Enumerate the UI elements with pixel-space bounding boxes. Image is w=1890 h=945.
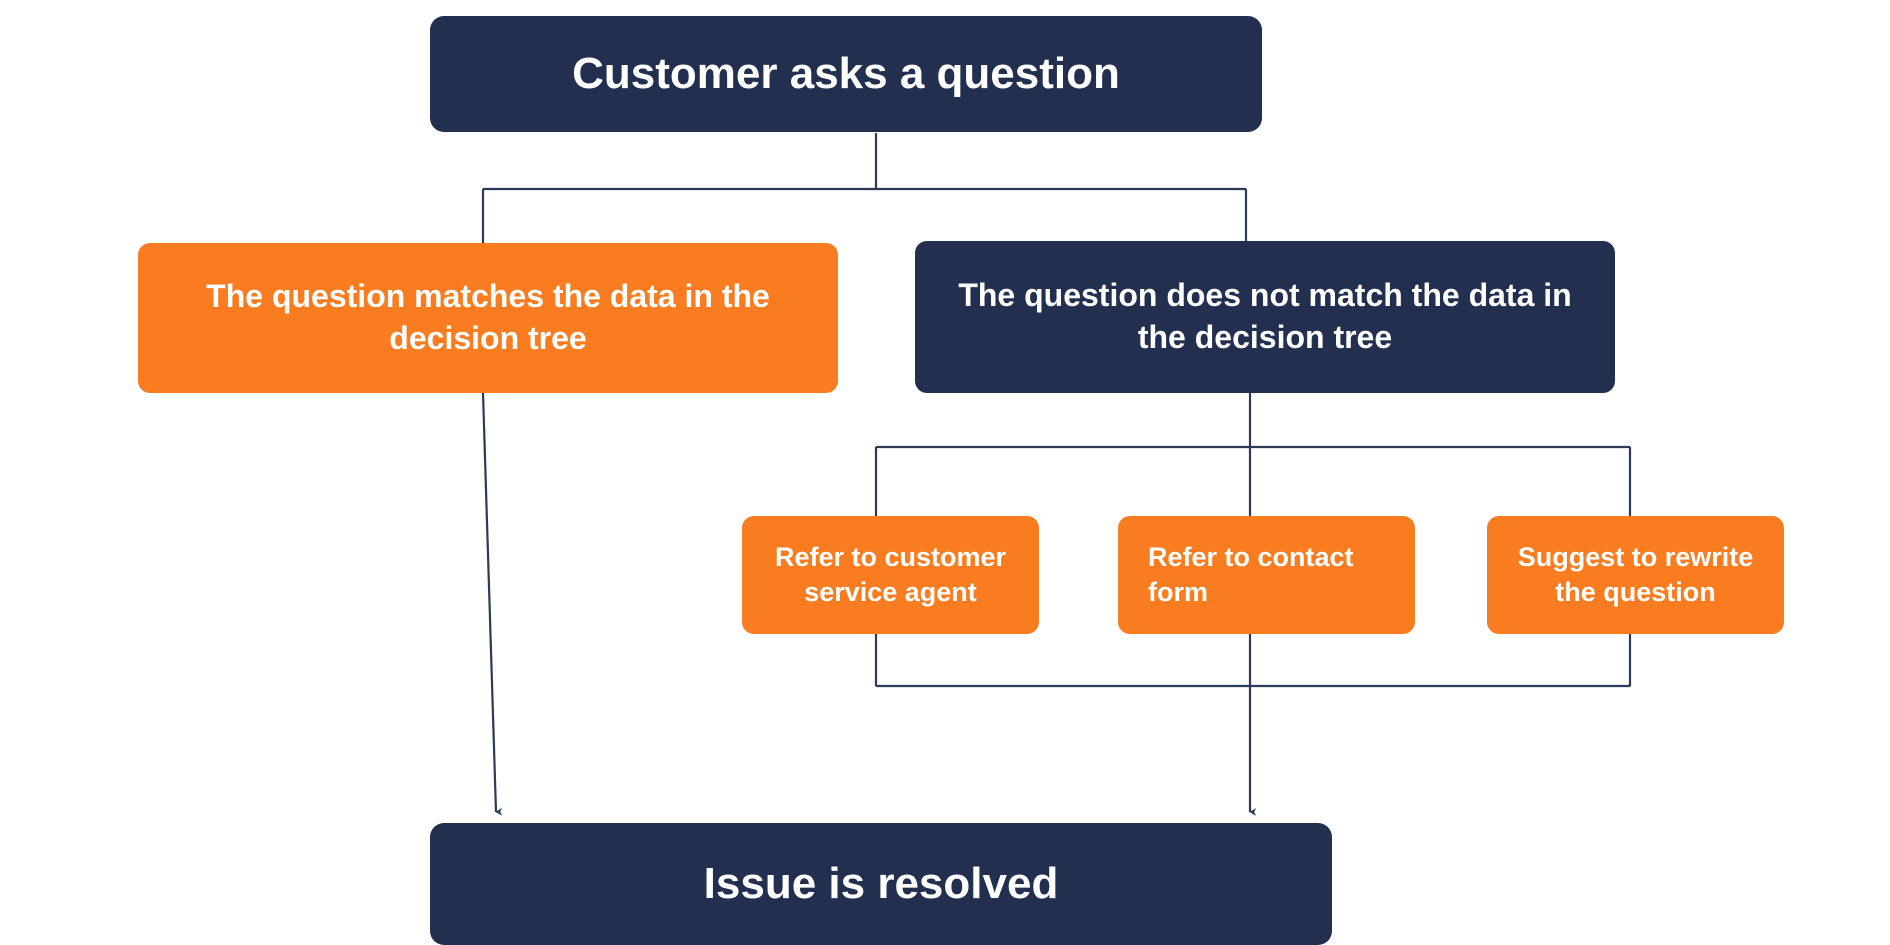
node-label: The question matches the data in the dec… [206,278,770,356]
node-question-matches-decision-tree[interactable]: The question matches the data in the dec… [138,243,838,393]
node-label: Refer to contact form [1148,541,1354,607]
edge-match-to-resolved [481,392,503,816]
node-suggest-to-rewrite-the-question[interactable]: Suggest to rewrite the question [1487,516,1784,634]
node-question-does-not-match-decision-tree[interactable]: The question does not match the data in … [915,241,1615,393]
node-label: Issue is resolved [703,859,1059,909]
node-label: The question does not match the data in … [958,277,1572,355]
node-label: Customer asks a question [572,49,1120,99]
node-refer-to-customer-service-agent[interactable]: Refer to customer service agent [742,516,1039,634]
node-label: Refer to customer service agent [774,541,1007,607]
node-refer-to-contact-form[interactable]: Refer to contact form [1118,516,1415,634]
node-customer-asks-a-question[interactable]: Customer asks a question [430,16,1262,132]
node-label: Suggest to rewrite the question [1517,541,1754,607]
node-issue-is-resolved[interactable]: Issue is resolved [430,823,1332,945]
